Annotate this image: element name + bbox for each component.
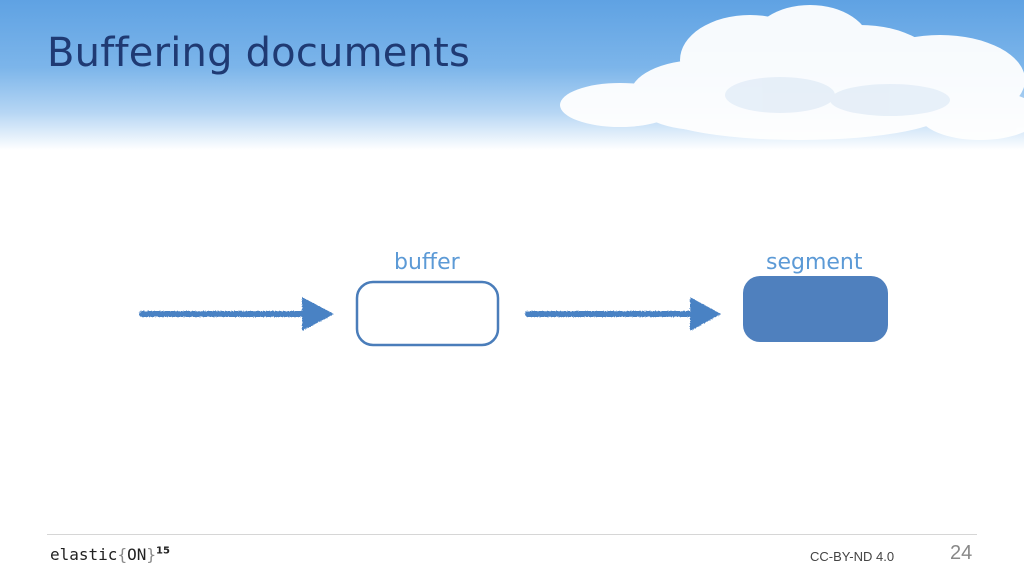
- clouds-image: [560, 5, 1024, 140]
- logo-year: 15: [155, 545, 170, 557]
- elastic-on-logo: elastic{ON}15: [50, 545, 170, 564]
- buffer-label: buffer: [394, 250, 460, 275]
- logo-text: elastic: [50, 545, 118, 564]
- sky-background: [0, 0, 1024, 150]
- buffer-box: [355, 280, 500, 347]
- footer-divider: [47, 534, 977, 535]
- input-arrow: [139, 297, 334, 331]
- segment-label: segment: [766, 250, 863, 275]
- flush-arrow: [525, 297, 721, 331]
- logo-brace-close: }: [146, 545, 156, 564]
- page-number: 24: [950, 542, 973, 564]
- segment-box: [743, 276, 888, 342]
- logo-on: ON: [127, 545, 147, 564]
- logo-brace-open: {: [117, 545, 128, 564]
- license-text: CC-BY-ND 4.0: [810, 549, 895, 564]
- slide-title: Buffering documents: [47, 30, 471, 76]
